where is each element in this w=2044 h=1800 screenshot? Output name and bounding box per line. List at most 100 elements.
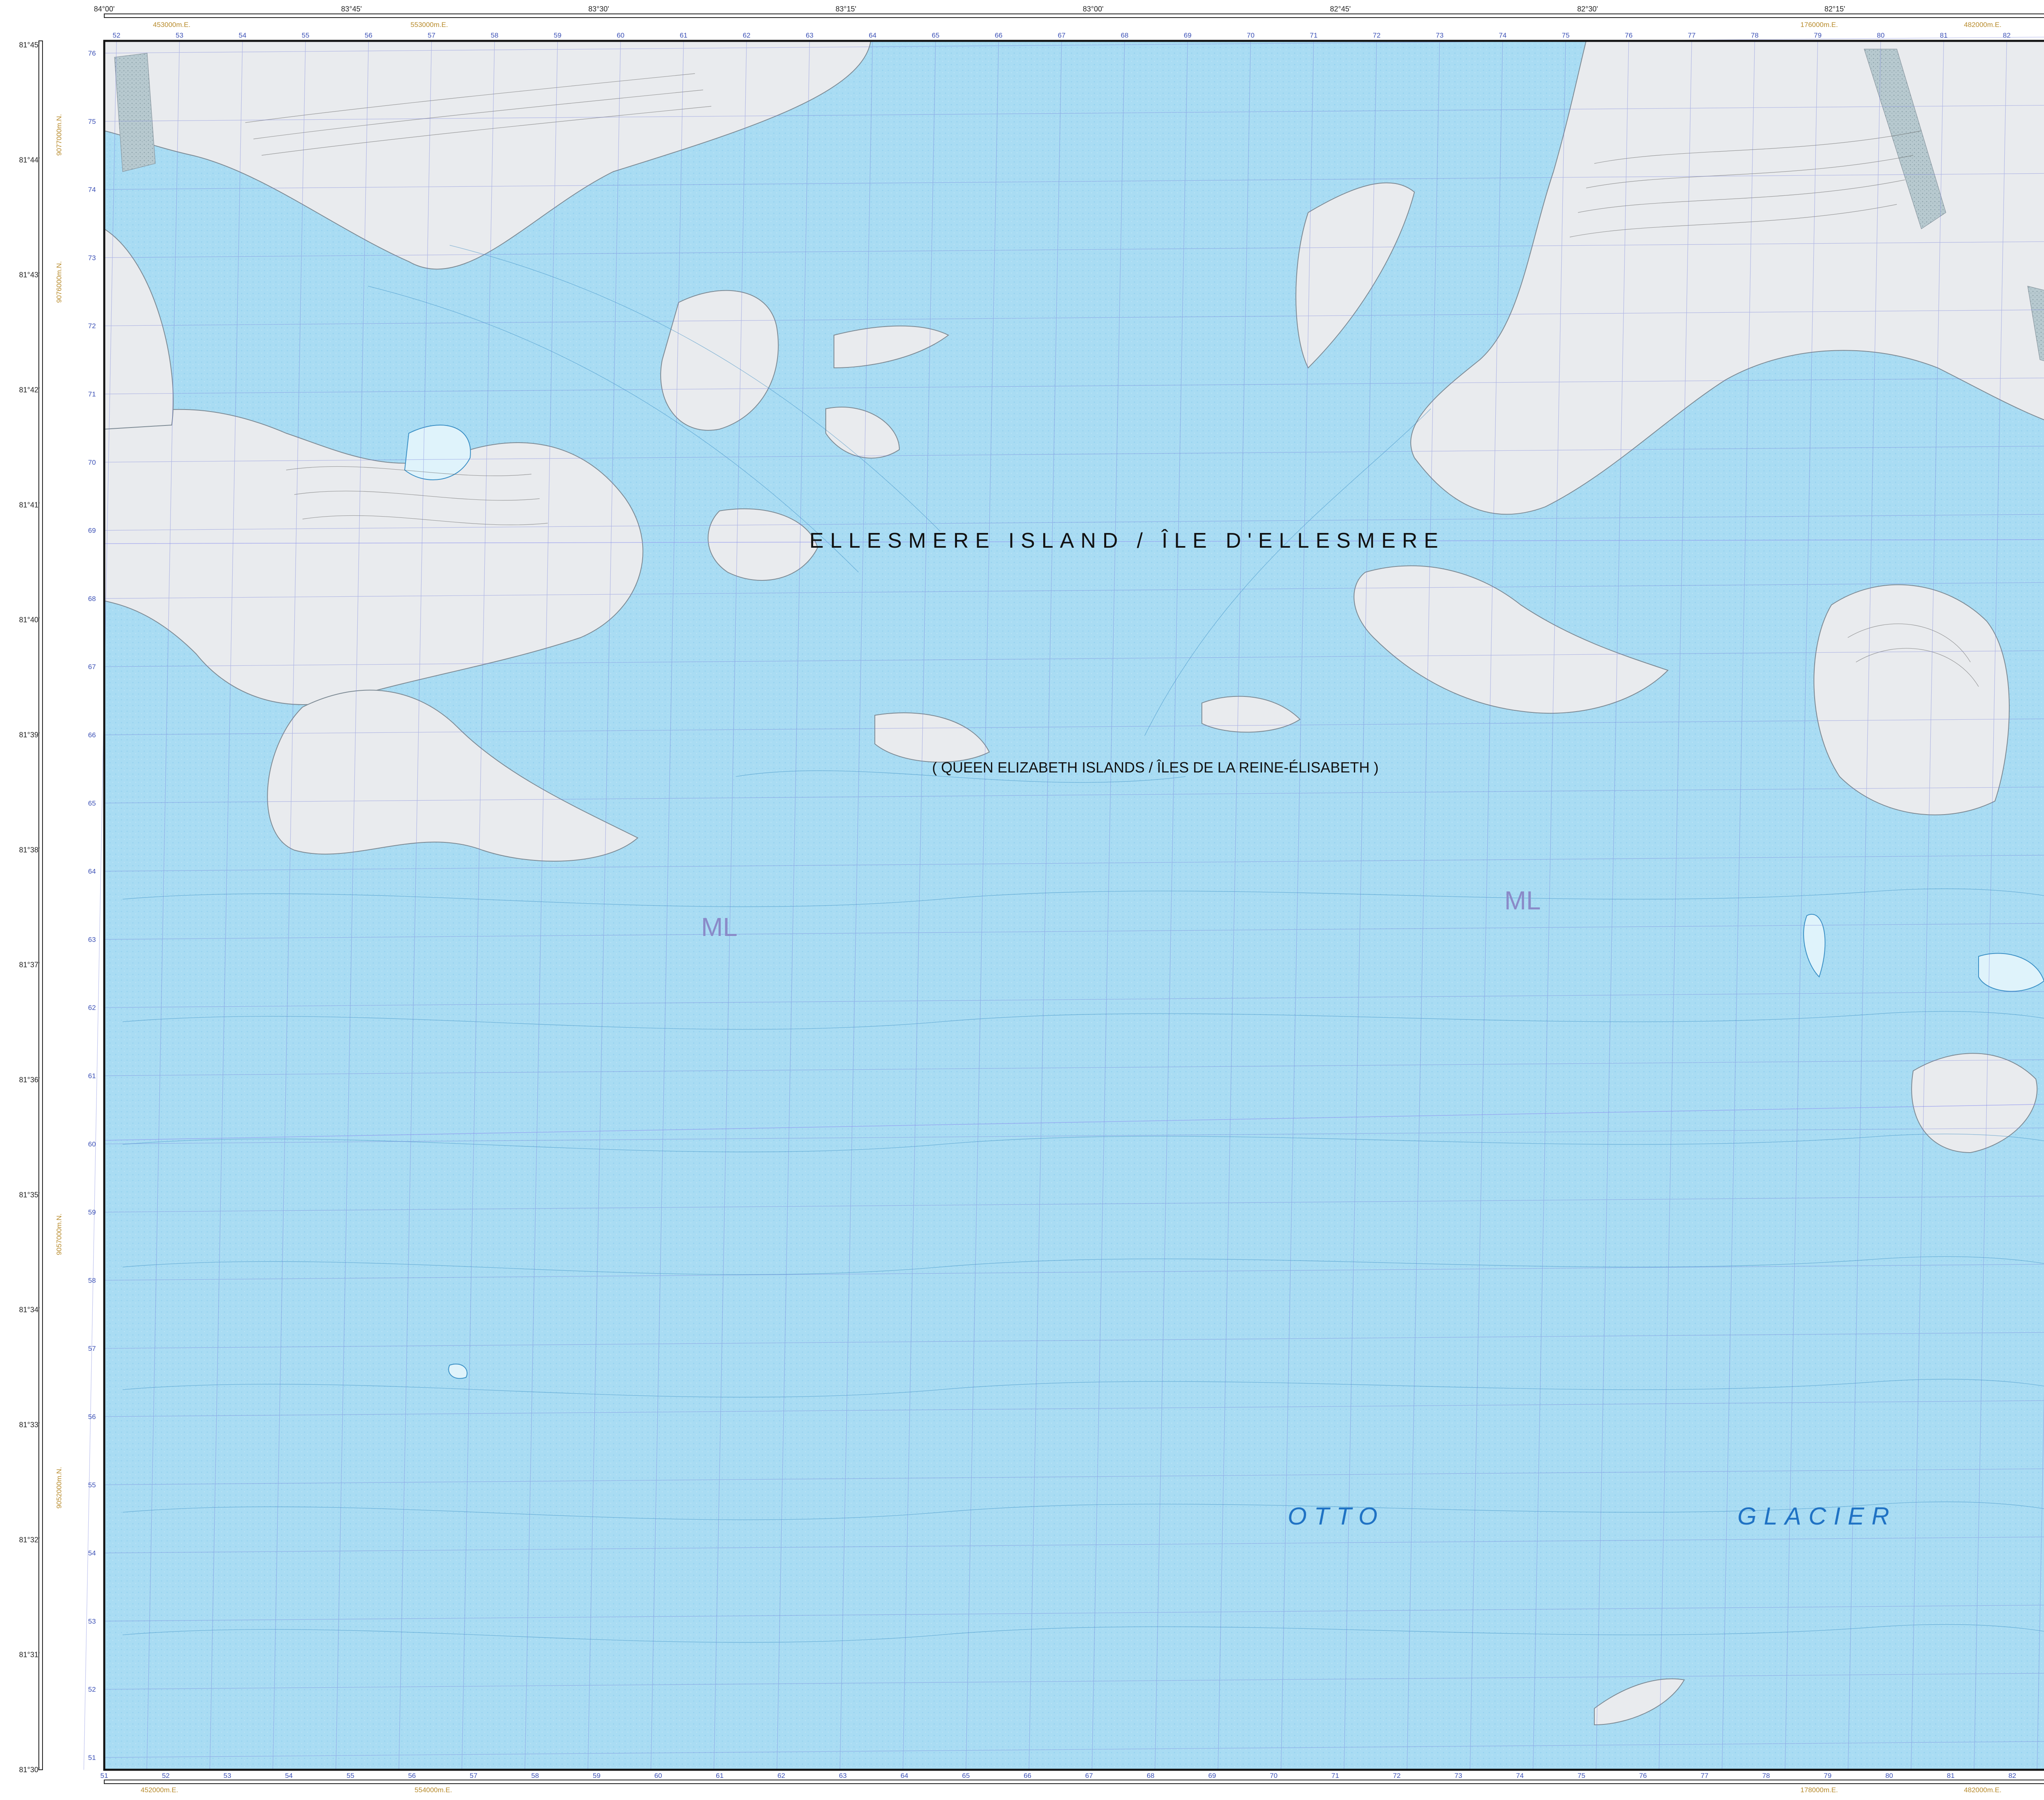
grid-line-northing (104, 1196, 2044, 1213)
grid-label-northing-left: 73 (88, 254, 96, 262)
grid-line-northing (104, 1332, 2044, 1349)
rock-area-east-island (1813, 584, 2010, 815)
graticule-latitude-label-left: 81°32' (19, 1536, 40, 1544)
grid-line-easting (650, 40, 684, 1770)
graticule-latitude-label-left: 81°31' (19, 1651, 40, 1659)
grid-line-easting (524, 40, 558, 1770)
grid-line-northing (104, 582, 2044, 599)
rock-area-west-edge (104, 228, 174, 430)
grid-line-northing (104, 855, 2044, 872)
graticule-lines (104, 539, 2044, 1141)
graticule-latitude-label-left: 81°30' (19, 1766, 40, 1774)
grid-label-easting-top: 65 (932, 31, 939, 39)
map-body (83, 37, 2044, 1771)
grid-line-easting (1154, 40, 1188, 1770)
grid-label-easting-top: 74 (1499, 31, 1506, 39)
grid-line-easting (146, 40, 180, 1770)
grid-line-easting (1974, 40, 2007, 1770)
grid-label-easting-top: 56 (365, 31, 372, 39)
grid-label-easting-bottom: 64 (901, 1772, 908, 1780)
grid-label-easting-bottom: 60 (654, 1772, 662, 1780)
rock-area-central-island-1 (660, 290, 779, 431)
graticule-latitude-label-left: 81°40' (19, 616, 40, 624)
grid-label-easting-top: 54 (239, 31, 247, 39)
grid-label-easting-top: 57 (428, 31, 435, 39)
grid-label-easting-bottom: 61 (716, 1772, 724, 1780)
grid-label-easting-bottom: 58 (531, 1772, 539, 1780)
grid-line-northing (104, 1741, 2044, 1758)
grid-label-easting-bottom: 81 (1947, 1772, 1954, 1780)
ml-label-east: ML (1504, 886, 1541, 915)
grid-label-easting-top: 62 (743, 31, 751, 39)
grid-label-easting-top: 81 (1940, 31, 1948, 39)
graticule-latitude-label-left: 81°39' (19, 731, 40, 739)
grid-label-easting-bottom: 82 (2008, 1772, 2016, 1780)
grid-line-northing (104, 1605, 2044, 1621)
grid-label-northing-left: 58 (88, 1276, 96, 1284)
grid-line-northing (104, 378, 2044, 394)
grid-label-easting-top: 77 (1688, 31, 1696, 39)
grid-label-easting-top: 55 (302, 31, 309, 39)
rock-area-middle-ridge (1201, 696, 1301, 733)
moraine-strips (114, 49, 2044, 361)
grid-note-top: 482000m.E. (1964, 21, 2001, 29)
grid-line-easting (272, 40, 306, 1770)
graticule-latitude-label-left: 81°42' (19, 386, 40, 394)
grid-line-easting (399, 40, 432, 1770)
grid-note-left: 9057000m.N. (55, 1213, 63, 1255)
grid-line-easting (1407, 40, 1440, 1770)
grid-label-northing-left: 75 (88, 118, 96, 125)
grid-note-bottom: 482000m.E. (1964, 1786, 2001, 1794)
grid-label-easting-bottom: 78 (1762, 1772, 1770, 1780)
grid-line-northing (104, 37, 2044, 54)
grid-line-northing (104, 991, 2044, 1008)
lake-east-1 (1803, 914, 1826, 978)
grid-label-northing-left: 64 (88, 868, 96, 875)
grid-line-easting (839, 40, 873, 1770)
graticule-longitude-label: 83°30' (588, 5, 609, 13)
grid-label-northing-left: 59 (88, 1209, 96, 1216)
graticule-latitude-label-left: 81°45' (19, 41, 40, 49)
grid-label-northing-left: 66 (88, 731, 96, 739)
rock-area-southwest-spur (267, 690, 639, 862)
grid-line-easting (903, 40, 936, 1770)
graticule-longitude-label: 83°45' (341, 5, 362, 13)
graticule-latitude-label-left: 81°34' (19, 1306, 40, 1314)
grid-note-bottom: 452000m.E. (141, 1786, 178, 1794)
grid-label-easting-top: 69 (1184, 31, 1192, 39)
grid-label-easting-bottom: 52 (162, 1772, 170, 1780)
grid-line-easting (1784, 40, 1818, 1770)
grid-line-easting (1596, 40, 1629, 1770)
grid-line-northing (104, 1536, 2044, 1554)
region-label: ELLESMERE ISLAND / ÎLE D'ELLESMERE (809, 529, 1445, 553)
rock-area-central-island-2 (834, 325, 949, 369)
graticule-latitude-label-left: 81°35' (19, 1191, 40, 1199)
grid-line-northing (104, 173, 2044, 190)
grid-label-easting-bottom: 63 (839, 1772, 847, 1780)
grid-label-easting-bottom: 66 (1024, 1772, 1031, 1780)
grid-label-easting-top: 67 (1058, 31, 1065, 39)
grid-line-northing (104, 1127, 2044, 1144)
grid-line-northing (104, 241, 2044, 258)
grid-label-easting-top: 78 (1751, 31, 1759, 39)
grid-label-northing-left: 72 (88, 322, 96, 330)
grid-label-easting-bottom: 59 (593, 1772, 601, 1780)
grid-line-northing (104, 105, 2044, 122)
grid-label-easting-bottom: 62 (778, 1772, 785, 1780)
grid-label-easting-bottom: 54 (285, 1772, 293, 1780)
grid-label-easting-bottom: 68 (1147, 1772, 1154, 1780)
grid-label-northing-left: 51 (88, 1754, 96, 1762)
grid-label-easting-bottom: 76 (1639, 1772, 1647, 1780)
frame-scale-bars (38, 13, 2044, 1784)
grid-label-northing-left: 55 (88, 1481, 96, 1489)
grid-line-northing (104, 923, 2044, 940)
grid-note-top: 176000m.E. (1800, 21, 1838, 29)
grid-note-top: 553000m.E. (410, 21, 448, 29)
rock-area-west-ridge (104, 409, 643, 705)
grid-label-easting-bottom: 67 (1085, 1772, 1093, 1780)
grid-label-easting-bottom: 57 (470, 1772, 477, 1780)
grid-line-easting (1848, 40, 1881, 1770)
grid-label-easting-top: 75 (1562, 31, 1570, 39)
graticule-latitude-label-left: 81°44' (19, 156, 40, 164)
